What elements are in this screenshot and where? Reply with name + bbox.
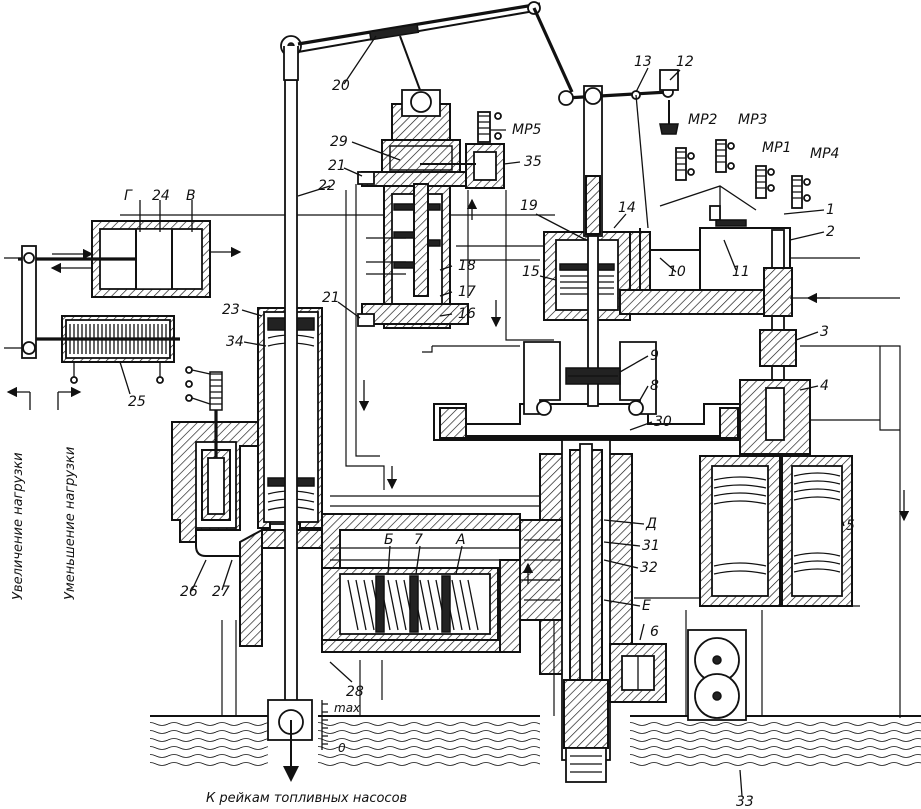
label-13: 13	[634, 54, 652, 70]
label-mp3: МР3	[738, 112, 767, 128]
oil-lines-middle	[330, 184, 556, 507]
load-lever	[4, 245, 37, 359]
caption-fuel-racks: К рейкам топливных насосов	[206, 791, 407, 806]
label-e: Е	[642, 598, 651, 614]
label-21a: 21	[328, 158, 346, 174]
label-14: 14	[618, 200, 636, 216]
label-d: Д	[645, 516, 657, 532]
label-9: 9	[650, 348, 659, 364]
label-6: 6	[650, 624, 659, 640]
label-zero: 0	[338, 741, 346, 755]
solenoid-mp5	[420, 111, 505, 189]
label-b: Б	[384, 532, 394, 548]
load-direction-arrows	[6, 386, 82, 410]
label-33: 33	[736, 794, 754, 809]
rack-position-scale	[321, 700, 328, 750]
induction-sensor-25	[36, 315, 180, 384]
fuel-rack-rod-22	[267, 35, 313, 782]
label-1: 1	[826, 202, 835, 218]
label-35: 35	[524, 154, 542, 170]
label-g: Г	[124, 188, 133, 204]
label-11: 11	[732, 264, 750, 280]
oil-sump	[150, 715, 921, 770]
label-15: 15	[522, 264, 540, 280]
servo-piston-15	[543, 231, 791, 321]
pilot-valve-26	[185, 366, 240, 557]
label-2: 2	[826, 224, 835, 240]
speed-setting-unit	[357, 89, 471, 329]
label-21b: 21	[322, 290, 340, 306]
caption-load-decrease: Уменьшение нагрузки	[63, 447, 78, 600]
label-max: max	[334, 701, 361, 715]
label-18: 18	[458, 258, 476, 274]
label-28: 28	[346, 684, 364, 700]
label-16: 16	[458, 306, 476, 322]
label-32: 32	[640, 560, 658, 576]
label-4: 4	[820, 378, 829, 394]
label-34: 34	[226, 334, 244, 350]
label-v: В	[186, 188, 196, 204]
label-23: 23	[222, 302, 240, 318]
reference-labels: Г 24 В 25 23 34 26 27 22 20 29 21 21 16 …	[124, 54, 855, 809]
label-30: 30	[654, 414, 672, 430]
caption-load-increase: Увеличение нагрузки	[11, 452, 26, 600]
oil-pump-6	[609, 643, 667, 703]
label-5: 5	[846, 518, 855, 534]
valves-right	[739, 229, 910, 718]
label-29: 29	[330, 134, 348, 150]
label-7: 7	[414, 532, 423, 548]
label-10: 10	[668, 264, 686, 280]
label-8: 8	[650, 378, 659, 394]
label-26: 26	[180, 584, 198, 600]
label-3: 3	[820, 324, 829, 340]
label-27: 27	[212, 584, 230, 600]
label-22: 22	[318, 178, 336, 194]
central-shaft	[583, 85, 603, 407]
gear-pump	[687, 629, 747, 721]
label-20: 20	[332, 78, 350, 94]
governor-spindle	[519, 439, 633, 783]
drain-lines	[221, 562, 555, 716]
label-mp1: МР1	[762, 140, 791, 156]
damper-cylinders-5	[634, 455, 860, 716]
leader-lines	[119, 35, 845, 797]
label-mp2: МР2	[688, 112, 718, 128]
servo-cylinder-24	[18, 214, 555, 298]
label-a: А	[455, 532, 466, 548]
label-31: 31	[642, 538, 660, 554]
label-mp4: МР4	[810, 146, 839, 162]
label-24: 24	[152, 188, 170, 204]
floating-lever-20	[297, 1, 574, 93]
label-25: 25	[128, 394, 146, 410]
label-12: 12	[676, 54, 694, 70]
captions: Увеличение нагрузки Уменьшение нагрузки …	[11, 447, 407, 806]
flyweights-8	[523, 341, 657, 416]
main-spring-pack	[321, 547, 520, 641]
label-19: 19	[520, 198, 538, 214]
label-17: 17	[458, 284, 476, 300]
label-mp5: МР5	[512, 122, 542, 138]
